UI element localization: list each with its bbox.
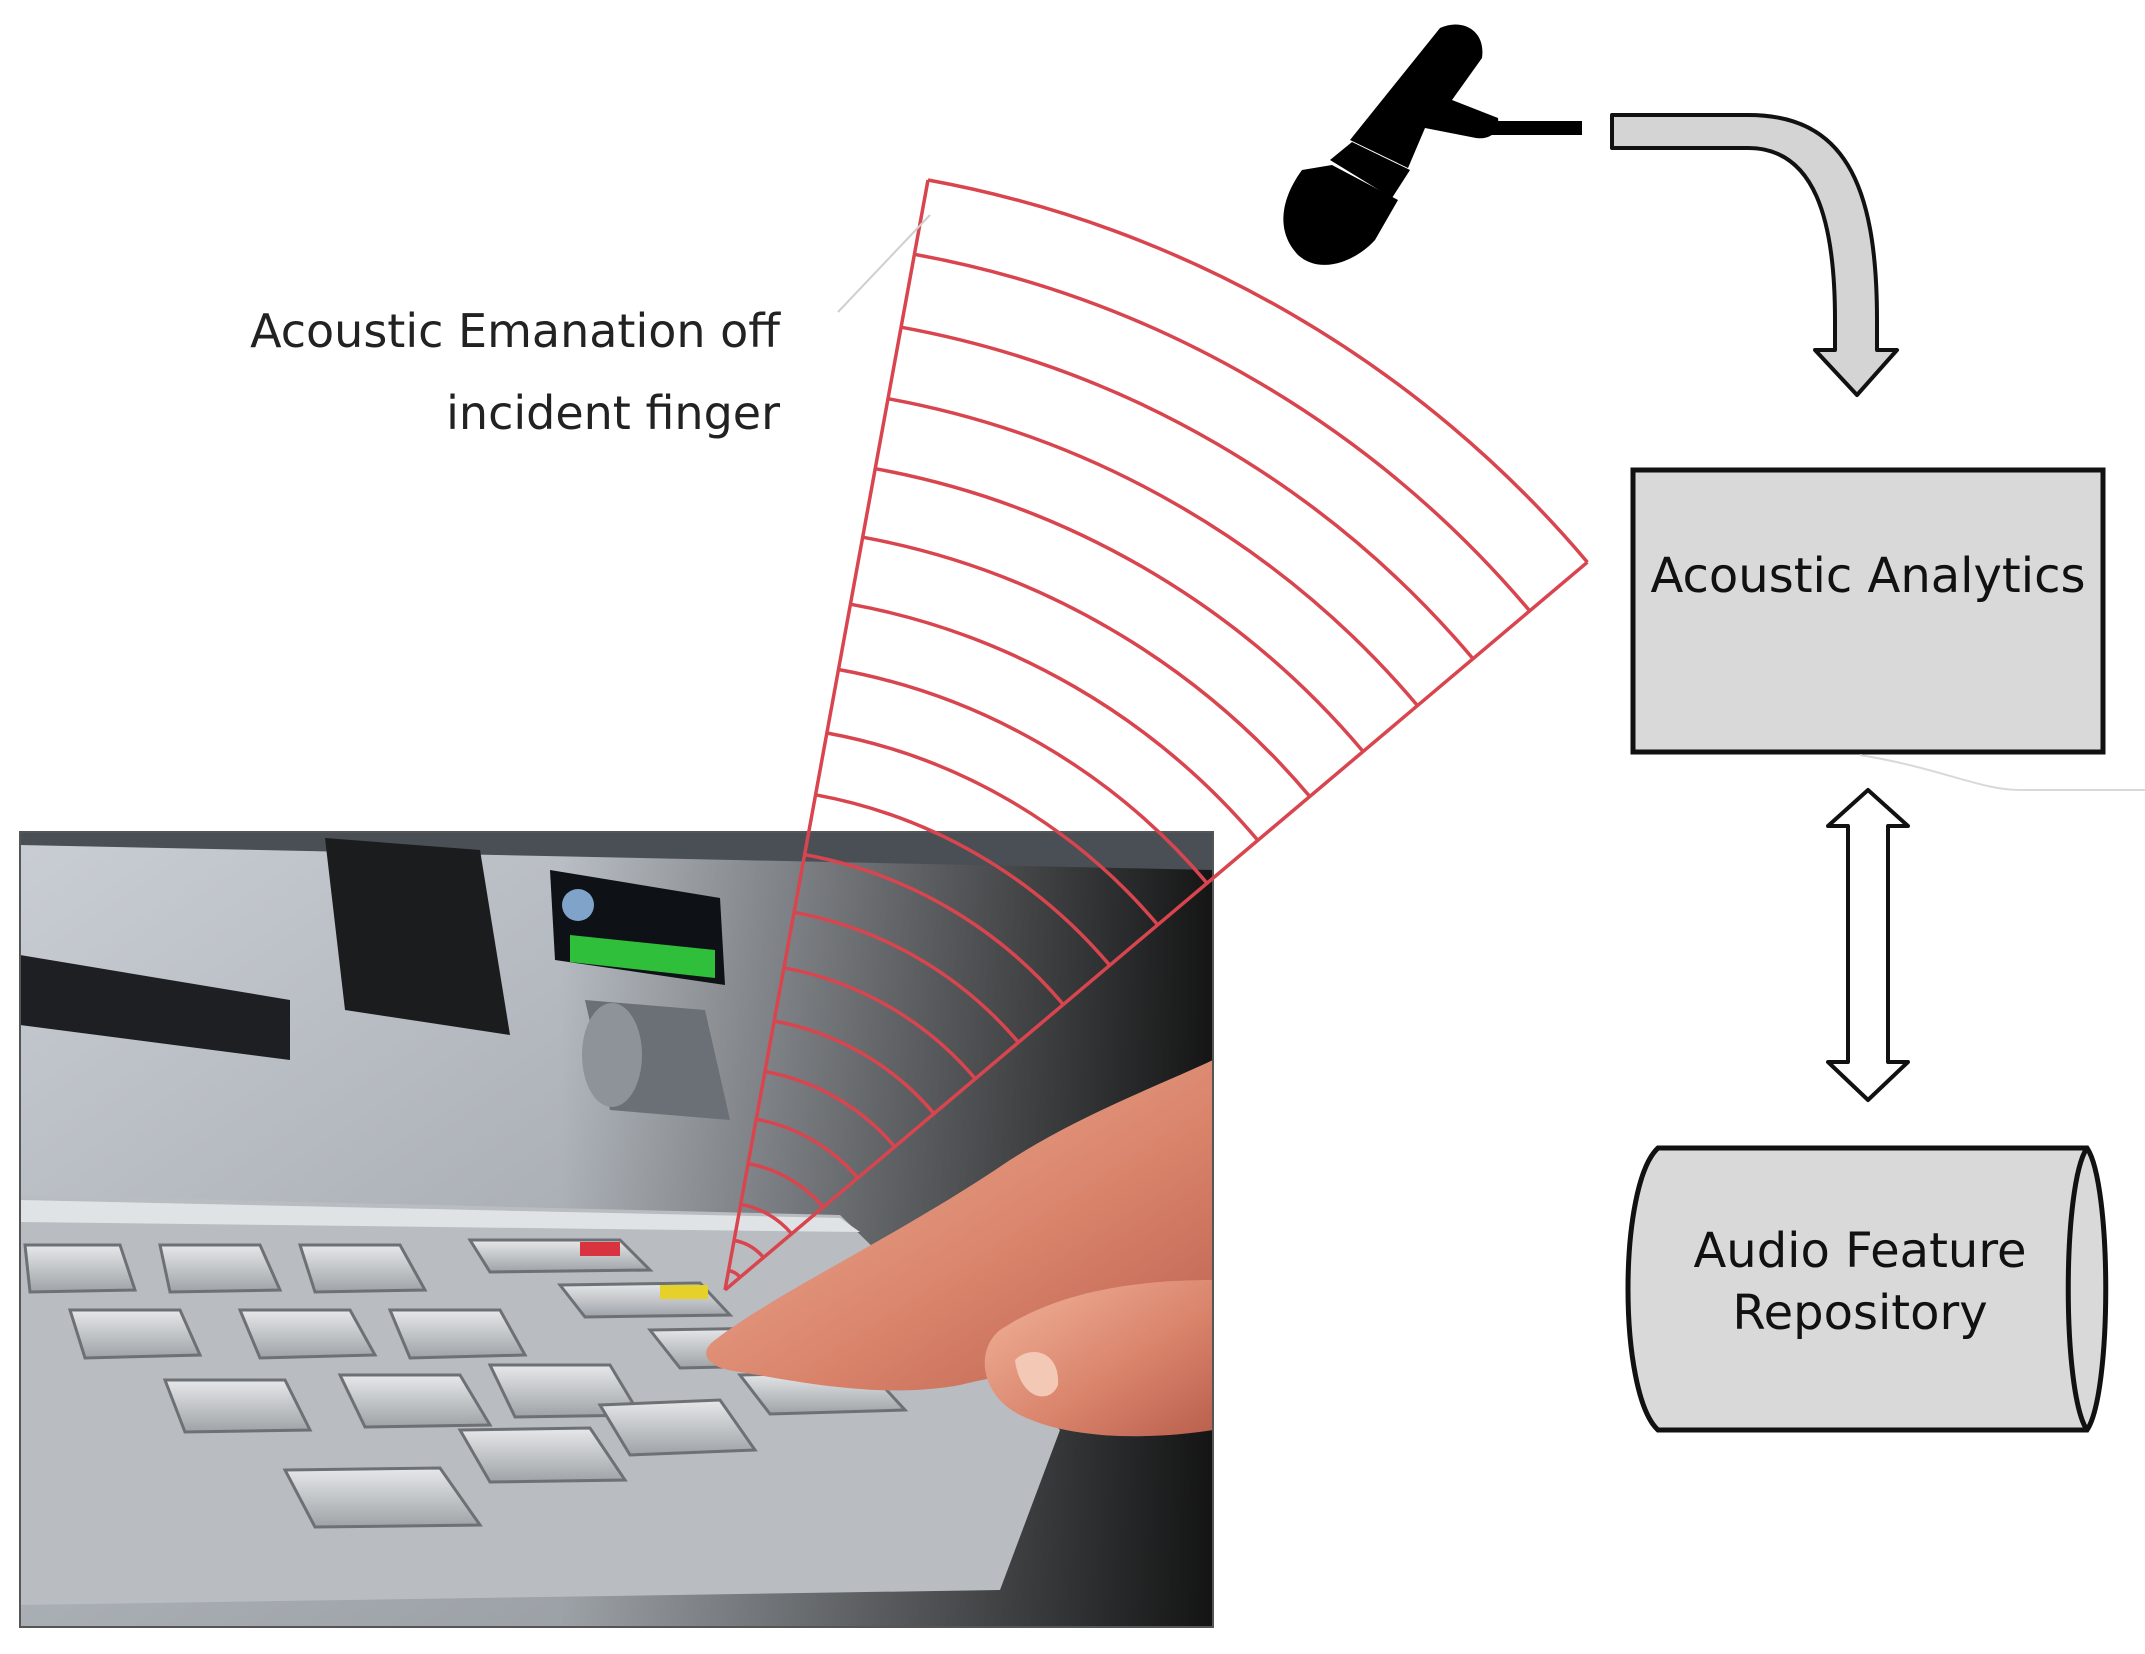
- wave-arc: [927, 178, 1589, 564]
- keypad-keys: [23, 1238, 909, 1529]
- wave-edge: [723, 560, 1589, 1292]
- thumb: [984, 1280, 1213, 1437]
- acoustic-wave-fan: [723, 178, 1589, 1292]
- caption-leader-line: [837, 214, 931, 313]
- acoustic-analytics-box: [1630, 467, 2106, 755]
- wave-arc: [826, 731, 1160, 926]
- microphone-icon: [1283, 24, 1582, 265]
- wave-arc: [728, 1268, 742, 1279]
- annotation-line-2: incident finger: [446, 386, 780, 440]
- wave-arc: [793, 910, 1020, 1044]
- cancel-key-light: [580, 1242, 620, 1256]
- clear-key-light: [660, 1285, 708, 1299]
- wave-arc: [755, 1117, 860, 1180]
- wave-arc: [914, 252, 1532, 613]
- audio-feature-repository-cylinder: [1625, 1145, 2109, 1433]
- wave-arc: [900, 325, 1475, 660]
- wave-arc: [850, 602, 1260, 842]
- annotation-line-1: Acoustic Emanation off: [250, 304, 780, 358]
- wave-arc: [874, 466, 1365, 753]
- wave-arc: [740, 1202, 793, 1235]
- double-arrow: [1826, 788, 1910, 1102]
- wave-arc: [815, 793, 1112, 967]
- wave-arc: [783, 966, 977, 1080]
- repository-label: Audio Feature Repository: [1640, 1220, 2080, 1345]
- wave-arc: [773, 1019, 936, 1115]
- wave-arc: [838, 667, 1209, 885]
- wave-edge: [723, 179, 930, 1291]
- analytics-shadow-line: [1859, 754, 2145, 791]
- atm-keypad-photo: [20, 832, 1213, 1627]
- photo-frame: [19, 831, 1214, 1628]
- wave-arc: [733, 1238, 765, 1259]
- acoustic-analytics-label: Acoustic Analytics: [1650, 548, 2086, 604]
- wave-arc: [747, 1161, 825, 1209]
- repository-label-line-2: Repository: [1732, 1285, 1988, 1342]
- wave-arc: [887, 396, 1419, 707]
- repository-label-line-1: Audio Feature: [1693, 1223, 2027, 1279]
- curved-arrow-down: [1610, 113, 1899, 397]
- wave-arc: [764, 1069, 897, 1148]
- wave-arc: [862, 535, 1312, 798]
- wave-arc: [804, 852, 1065, 1006]
